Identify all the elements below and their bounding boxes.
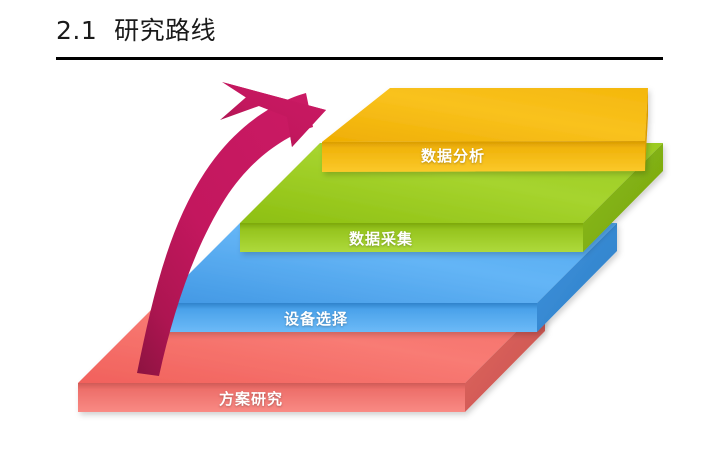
step-2-front-face [160,303,537,332]
arrow-head-body [222,82,326,147]
step-2-right-side-face [537,223,617,332]
upward-curved-arrow-icon [137,82,326,376]
step-4-slab[interactable] [322,88,648,172]
step-4-front-face [322,141,645,172]
step-1-front-face [78,383,465,412]
title-block: 2.1 研究路线 [56,14,666,60]
step-4-right-side-face [645,88,648,171]
page-title: 2.1 研究路线 [56,16,217,45]
step-3-front-face [240,223,583,252]
title-underline-rule [56,57,663,60]
step-4-top-face [322,88,648,142]
